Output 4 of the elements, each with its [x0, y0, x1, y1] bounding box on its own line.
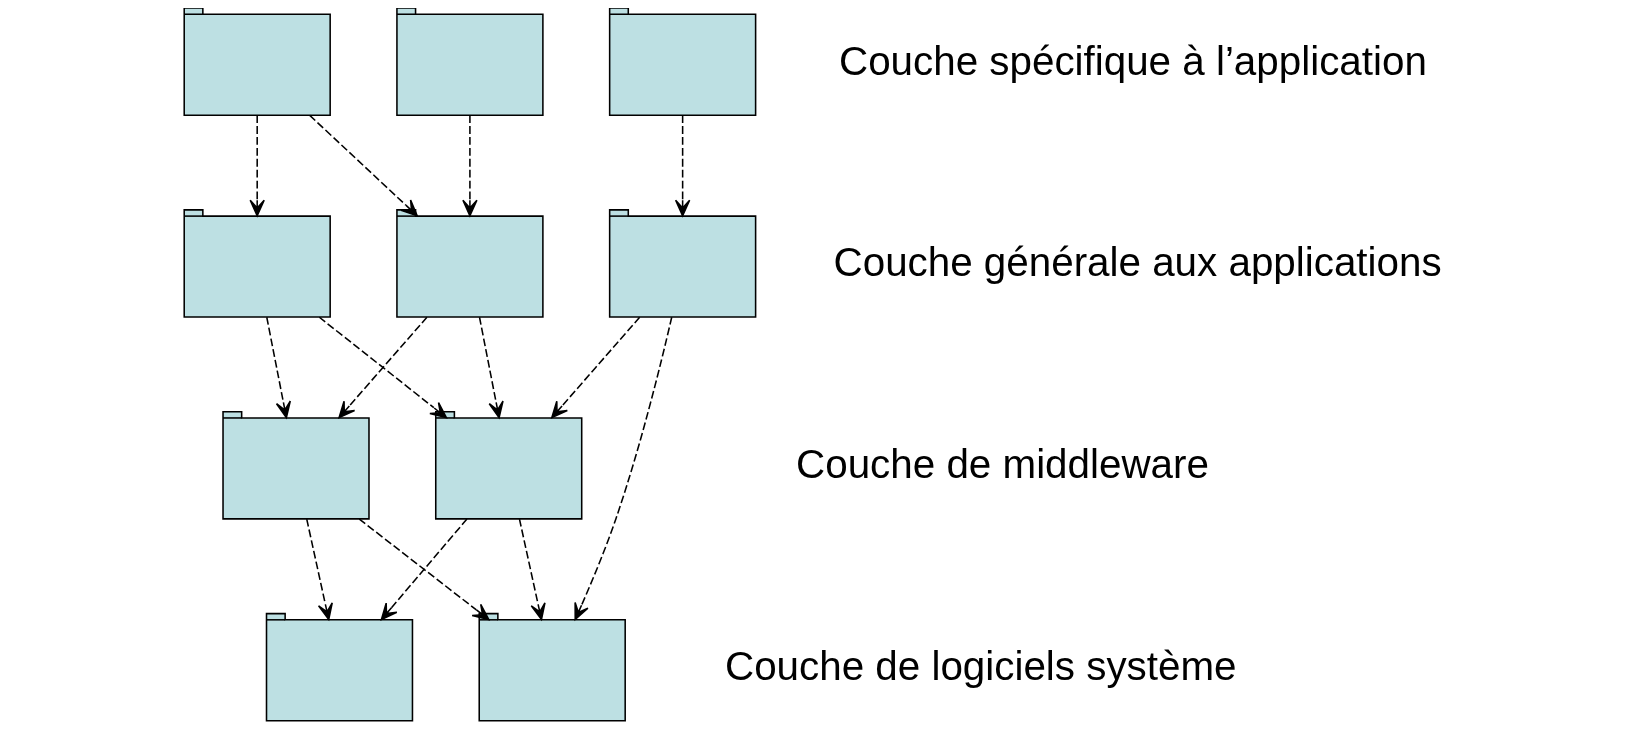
label: Couche spécifique à l’application: [839, 37, 1427, 84]
label: Couche de middleware: [796, 441, 1209, 488]
label: Couche de logiciels système: [725, 643, 1237, 690]
label: Couche générale aux applications: [833, 239, 1442, 286]
